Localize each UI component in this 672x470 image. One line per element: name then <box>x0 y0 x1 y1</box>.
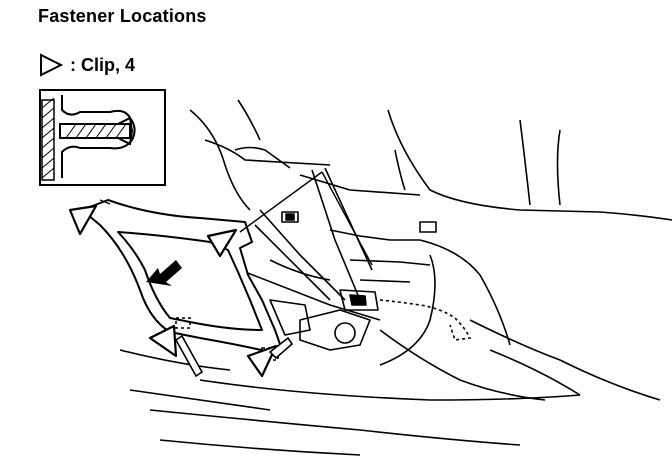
page-title: Fastener Locations <box>38 6 207 26</box>
removal-direction-arrow <box>146 260 182 286</box>
clip-marker-1 <box>70 206 96 234</box>
clip-marker-2 <box>208 230 236 256</box>
leader-lines <box>100 172 372 265</box>
support-posts <box>176 336 292 376</box>
clip-marker-4 <box>248 346 276 376</box>
clip-marker-triangle-icon <box>40 53 64 77</box>
clip-markers <box>70 206 276 376</box>
legend: : Clip, 4 <box>38 52 135 78</box>
clip-detail-inset <box>40 90 165 185</box>
legend-label: : Clip, 4 <box>70 54 136 75</box>
console-outline <box>120 100 672 455</box>
clip-marker-3 <box>150 326 176 356</box>
